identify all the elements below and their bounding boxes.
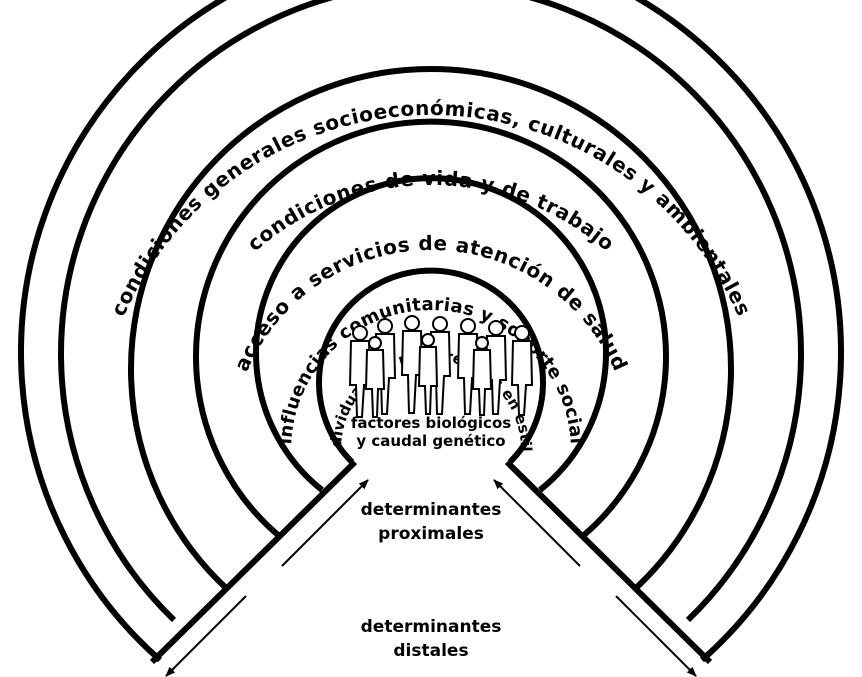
ring-4 (193, 118, 669, 538)
distal-label-line1: determinantes (361, 617, 502, 637)
arrow-up-left (281, 479, 369, 567)
proximal-label-line1: determinantes (361, 500, 502, 520)
band-label-1: condiciones generales socioeconómicas, c… (106, 96, 756, 320)
distal-label-line2: distales (393, 641, 468, 661)
ring-5 (253, 175, 609, 493)
left-wall (149, 459, 358, 665)
outer-ring-2 (58, 0, 804, 623)
center-label-line1: factores biológicos (351, 414, 511, 432)
ring-3 (128, 65, 734, 591)
arrows (165, 479, 697, 677)
right-wall (504, 459, 713, 665)
arrow-down-right (615, 595, 697, 677)
ring-6 (316, 267, 546, 465)
center-label-line2: y caudal genético (356, 432, 505, 450)
arrow-up-right (493, 479, 581, 567)
funnel-walls (149, 459, 713, 665)
arrow-down-left (165, 595, 247, 677)
arc-rings (18, 0, 844, 663)
proximal-label-line2: proximales (378, 524, 484, 544)
people-group-icon (348, 315, 534, 418)
outer-ring-1 (18, 0, 844, 663)
